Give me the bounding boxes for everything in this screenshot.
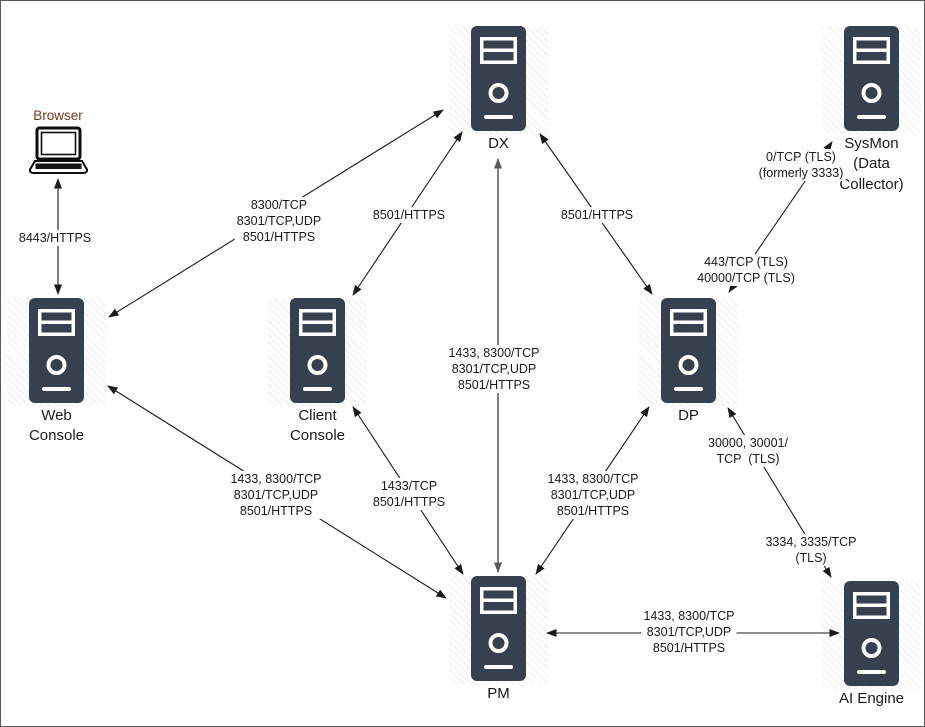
node-dx: DX (471, 26, 526, 152)
node-web-console: Web Console (29, 298, 84, 444)
node-sysmon: SysMon (Data Collector) (839, 26, 904, 193)
edge-label-dx-dp: 8501/HTTPS (558, 207, 636, 223)
node-ai-engine: AI Engine (839, 581, 904, 707)
node-label: SysMon (Data Collector) (839, 135, 904, 193)
edge-label-browser-web-console: 8443/HTTPS (16, 230, 94, 246)
edge-label-web-console-dx: 8300/TCP 8301/TCP,UDP 8501/HTTPS (234, 197, 324, 245)
node-label: PM (487, 685, 510, 702)
edge-label-pm-ai-engine: 1433, 8300/TCP 8301/TCP,UDP 8501/HTTPS (641, 608, 737, 656)
server-icon (661, 298, 716, 403)
edge-label-web-console-pm: 1433, 8300/TCP 8301/TCP,UDP 8501/HTTPS (228, 471, 324, 519)
node-label: Web Console (28, 407, 85, 445)
node-browser: Browser (27, 107, 89, 177)
server-icon (471, 26, 526, 131)
node-label: Client Console (289, 407, 346, 445)
edge-label-dx-pm: 1433, 8300/TCP 8301/TCP,UDP 8501/HTTPS (446, 345, 542, 393)
server-icon (290, 298, 345, 403)
server-icon (471, 576, 526, 681)
node-label: AI Engine (838, 690, 905, 707)
edge-label-dp-ai-engine-upper: 30000, 30001/ TCP (TLS) (706, 435, 790, 467)
edge-label-dp-ai-engine-lower: 3334, 3335/TCP (TLS) (763, 534, 859, 566)
node-dp: DP (661, 298, 716, 424)
edge-label-client-console-dx: 8501/HTTPS (370, 207, 448, 223)
laptop-icon (28, 126, 89, 175)
edge-label-dp-pm: 1433, 8300/TCP 8301/TCP,UDP 8501/HTTPS (545, 471, 641, 519)
node-label: Browser (33, 108, 83, 123)
node-pm: PM (471, 576, 526, 702)
edge-label-dp-sysmon-lower: 443/TCP (TLS) 40000/TCP (TLS) (695, 254, 797, 286)
server-icon (29, 298, 84, 403)
edge-label-dp-sysmon-upper: 0/TCP (TLS) (formerly 3333) (756, 149, 846, 181)
server-icon (844, 581, 899, 686)
node-label: DX (488, 135, 509, 152)
edge-label-client-console-pm: 1433/TCP 8501/HTTPS (370, 478, 448, 510)
node-label: DP (678, 407, 699, 424)
server-icon (844, 26, 899, 131)
node-client-console: Client Console (290, 298, 345, 444)
